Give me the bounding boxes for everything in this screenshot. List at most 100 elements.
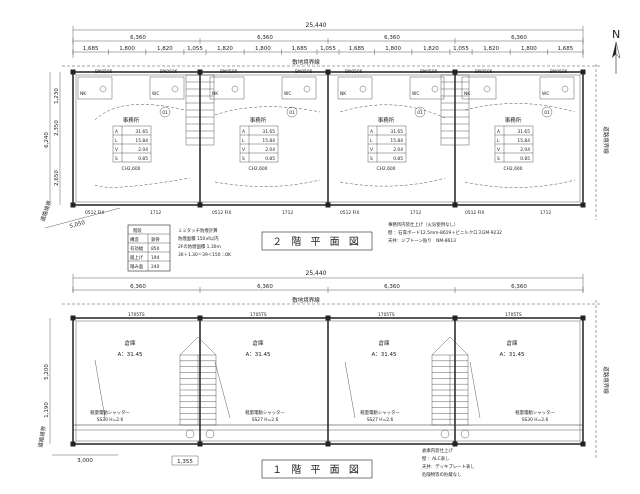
room-area: A：31.45 <box>371 352 397 358</box>
area-key: A <box>242 129 245 135</box>
floor2-window-top-label: BN0506 <box>550 69 568 75</box>
floor1-finish-title: 倉庫内装仕上げ <box>422 447 453 454</box>
area-value: 0.85 <box>520 156 530 162</box>
stair-spec-key: 踏み面 <box>130 263 144 270</box>
wc-label: NK <box>212 91 218 97</box>
room-name: 事務所 <box>250 116 267 124</box>
smoke-calc-note: 2Fの防煙面積 1.30m <box>178 243 221 250</box>
floor2-sub-width: 1,820 <box>217 46 233 52</box>
room-tag: 01 <box>544 110 550 116</box>
room-name: 事務所 <box>123 116 140 124</box>
room-area: A：31.45 <box>499 352 525 358</box>
floor1-bottom-left-label: 道路境界 <box>36 425 48 449</box>
stair-spec-value: 240 <box>151 264 160 270</box>
floor2-finish-title: 事務所内装仕上げ（火気使用なし） <box>388 221 458 228</box>
floor1-window-top-label: 1705TS <box>250 312 267 318</box>
area-key: S <box>242 156 245 162</box>
floor2-sub-width: 1,685 <box>349 46 365 52</box>
floor2-finish-line-2: 天井：ジプトーン貼り NM-8613 <box>388 237 456 244</box>
wc-label: NK <box>80 91 86 97</box>
floor2-finish-line-1: 壁 ：石膏ボード12.5mm-8619＋ビニルクロスGM-9232 <box>388 229 502 236</box>
floor2-sub-width: 1,685 <box>291 46 307 52</box>
floor1-window-top-label: 1705TS <box>505 312 522 318</box>
floor2-window-top-label: BN0506 <box>475 69 493 75</box>
area-value: 2.04 <box>393 147 403 153</box>
stair-spec-value: 194 <box>151 255 160 261</box>
floor2-sub-width: 1,055 <box>320 46 336 52</box>
ceiling-height: CH2,600 <box>122 166 141 172</box>
area-key: V <box>370 147 373 153</box>
room-tag: 01 <box>417 110 423 116</box>
area-value: 0.85 <box>265 156 275 162</box>
area-key: A <box>497 129 500 135</box>
floor2-bay-width-3: 6,360 <box>384 35 400 41</box>
floor1-finish-line-2: 天井：デッキプレート表し <box>422 463 475 470</box>
floor2-window-bottom-label: 1712 <box>540 210 551 216</box>
floor2-sub-width: 1,800 <box>119 46 135 52</box>
room-name: 事務所 <box>378 116 395 124</box>
floor2-bay-width-2: 6,360 <box>257 35 273 41</box>
floor2-boundary-label: 敷地境界線 <box>292 58 320 66</box>
wc-label: WC <box>284 91 291 97</box>
floor2-bottom-left-dim: 5,050 <box>69 220 86 230</box>
floor2-window-bottom-label: 1712 <box>410 210 421 216</box>
floor1-bay-width-1: 6,360 <box>130 284 146 290</box>
area-key: V <box>242 147 245 153</box>
floor2-window-top-label: BN0506 <box>295 69 313 75</box>
floor1-window-top-label: 1705TS <box>378 312 395 318</box>
area-value: 2.04 <box>138 147 148 153</box>
stair-spec-header: 階段 <box>133 227 142 234</box>
stair-spec-value: 850 <box>151 246 160 252</box>
room-tag: 01 <box>162 110 168 116</box>
wc-label: WC <box>542 91 549 97</box>
area-key: S <box>497 156 500 162</box>
floor2-bottom-left-label: 道路境界 <box>38 199 53 223</box>
area-value: 0.85 <box>393 156 403 162</box>
floor1-right-label: 道路境界線 <box>602 366 610 394</box>
area-key: S <box>115 156 118 162</box>
area-value: 15.84 <box>517 138 530 144</box>
floor1-bay-width-3: 6,360 <box>384 284 400 290</box>
stair-spec-key: 蹴上げ <box>130 254 144 261</box>
area-value: 31.65 <box>390 129 403 135</box>
floor1-left-dim-2: 1,190 <box>44 402 50 418</box>
wc-label: WC <box>152 91 159 97</box>
floor1-room: 倉庫A：31.45 <box>117 339 143 358</box>
area-key: L <box>370 138 373 144</box>
ceiling-height: CH2,600 <box>377 166 396 172</box>
floor2-bay-width-1: 6,360 <box>130 35 146 41</box>
area-value: 31.65 <box>135 129 148 135</box>
floor1-plan: 25,440 6,360 6,360 6,360 6,360 敷地境界線 5,2… <box>36 270 610 479</box>
floor2-left-dim-3: 6,240 <box>44 132 50 148</box>
shutter-label: 軽量電動シャッター <box>90 409 130 416</box>
floor1-room: 倉庫A：31.45 <box>371 339 397 358</box>
area-key: S <box>370 156 373 162</box>
area-value: 15.84 <box>135 138 148 144</box>
wc-label: NK <box>464 91 470 97</box>
floor2-window-bottom-label: 0512 FIX <box>212 210 231 216</box>
shutter-code: SS30 H=2.6 <box>522 417 549 423</box>
smoke-calc-note: ミミタッチ防煙計算 <box>178 227 218 234</box>
north-arrow-icon: N <box>612 28 621 74</box>
room-tag: 01 <box>289 110 295 116</box>
smoke-calc-note: 30＋1.30＝39＜150 ∴OK <box>178 252 231 258</box>
floor1-finish-line-1: 壁 ：ALC表し <box>422 455 449 462</box>
floor2-left-dim-1: 1,230 <box>54 88 60 104</box>
floor1-title: １ 階 平 面 図 <box>272 464 362 476</box>
shutter-label: 軽量電動シャッター <box>515 409 555 416</box>
area-value: 31.65 <box>517 129 530 135</box>
floor2-left-dim-4: 2,650 <box>54 170 60 186</box>
smoke-calc-note: 防煙面積 150㎡以内 <box>178 235 219 242</box>
stair-spec-value: 鉄骨 <box>151 236 160 243</box>
room-area: A：31.45 <box>245 352 271 358</box>
area-value: 0.85 <box>138 156 148 162</box>
area-key: A <box>115 129 118 135</box>
floor1-bottom-dim-2: 1,355 <box>177 459 193 465</box>
